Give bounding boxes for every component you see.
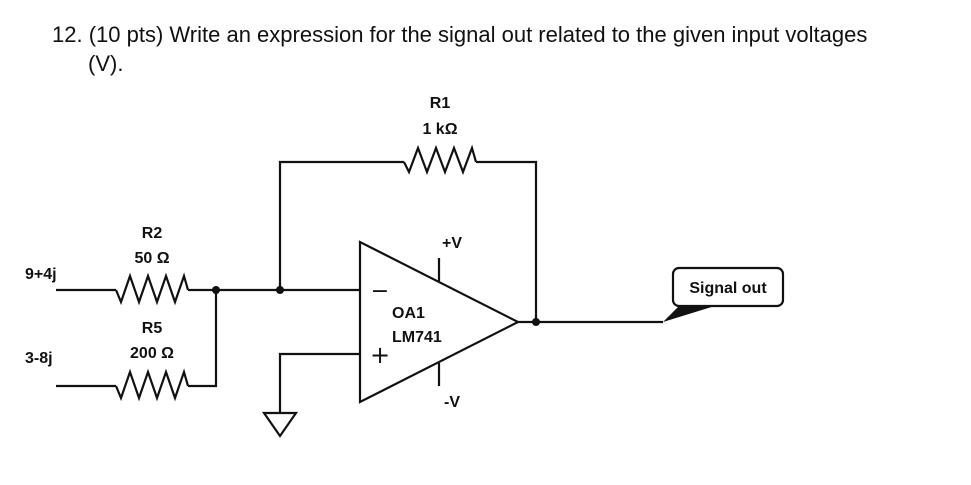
input-1-label: 9+4j — [25, 266, 57, 283]
inverting-input-symbol: − — [371, 279, 389, 304]
question-number: 12. — [52, 22, 83, 47]
question-line-2: (V). — [88, 51, 124, 76]
opamp-oa1: − + OA1 LM741 +V -V — [358, 235, 521, 411]
ground-wire — [278, 352, 360, 413]
resistor-r1-symbol — [403, 144, 478, 176]
supply-neg-label: -V — [444, 394, 460, 411]
junction-dot — [276, 286, 284, 294]
feedback-path — [278, 144, 538, 322]
opamp-triangle — [358, 240, 521, 404]
resistor-r2-symbol — [114, 272, 190, 306]
question-line-1: (10 pts) Write an expression for the sig… — [88, 22, 868, 47]
r1-value: 1 kΩ — [422, 121, 457, 138]
r2-label: R2 — [142, 225, 163, 242]
input-2-label: 3-8j — [25, 350, 53, 367]
question-text: 12. (10 pts) Write an expression for the… — [52, 20, 952, 78]
opamp-name: OA1 — [392, 305, 425, 322]
resistor-r5-symbol — [114, 368, 190, 402]
r5-value: 200 Ω — [130, 345, 174, 362]
output-label-pointer — [663, 305, 718, 322]
r5-label: R5 — [142, 320, 163, 337]
r1-label: R1 — [430, 95, 451, 112]
ground-icon — [261, 411, 299, 438]
input-2-junction-wire — [188, 290, 218, 388]
output-label: Signal out — [689, 280, 767, 297]
feedback-wire-left — [278, 160, 404, 290]
noninverting-input-symbol: + — [370, 341, 390, 369]
r2-value: 50 Ω — [134, 250, 169, 267]
junction-dot — [212, 286, 220, 294]
output-label-box — [671, 266, 785, 308]
feedback-wire-right — [476, 160, 538, 322]
supply-pos-label: +V — [442, 235, 462, 252]
opamp-model: LM741 — [392, 329, 442, 346]
